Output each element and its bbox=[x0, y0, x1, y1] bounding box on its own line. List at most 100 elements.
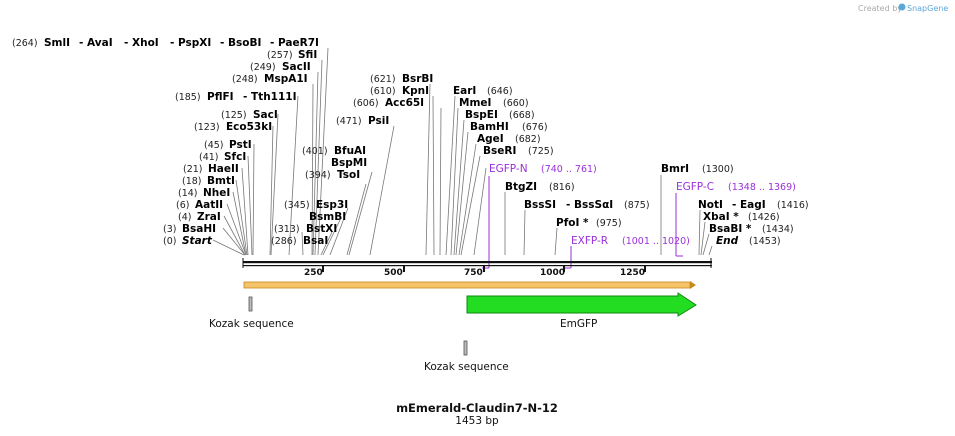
primer-group: EGFP-N (740 .. 761) EGFP-C (1348 .. 1369… bbox=[489, 163, 796, 247]
site-label-eagi[interactable]: - EagI bbox=[732, 199, 766, 211]
site-position: (123) bbox=[194, 122, 220, 133]
site-position: (668) bbox=[509, 110, 535, 121]
plasmid-title: mEmerald-Claudin7-N-12 bbox=[396, 401, 558, 415]
site-label-mspa1i[interactable]: MspA1I bbox=[264, 73, 308, 85]
site-position: (3) bbox=[163, 224, 176, 235]
site-position: (14) bbox=[178, 188, 198, 199]
site-label-bfuai[interactable]: BfuAI bbox=[334, 145, 366, 157]
credit-brand: SnapGene bbox=[907, 4, 948, 13]
feature-emgfp[interactable]: EmGFP bbox=[466, 292, 697, 330]
site-position: (1434) bbox=[762, 224, 794, 235]
site-position: (125) bbox=[221, 110, 247, 121]
primer-range: (1348 .. 1369) bbox=[728, 182, 796, 193]
site-label-aatii[interactable]: AatII bbox=[195, 199, 223, 211]
site-group-right: BmrI (1300) NotI - EagI (1416) XbaI * (1… bbox=[661, 163, 809, 247]
site-label-bstxi[interactable]: BstXI bbox=[306, 223, 337, 235]
feature-kozak-2[interactable]: Kozak sequence bbox=[424, 340, 509, 373]
site-label-esp3i[interactable]: Esp3I bbox=[316, 199, 348, 211]
site-label-start[interactable]: Start bbox=[182, 235, 213, 247]
site-label-haeii[interactable]: HaeII bbox=[208, 163, 239, 175]
scale-tick-label: 1000 bbox=[540, 268, 565, 278]
site-group-center-left: (401) BfuAI BspMI (394) TsoI (345) Esp3I… bbox=[271, 115, 389, 247]
site-leader-lines bbox=[212, 47, 713, 256]
site-label-bsrbi[interactable]: BsrBI bbox=[402, 73, 433, 85]
site-group-center: (621) BsrBI (610) KpnI (606) Acc65I EarI… bbox=[353, 73, 650, 229]
site-label-bsssai[interactable]: - BssSαI bbox=[566, 199, 613, 211]
site-label-psii[interactable]: PsiI bbox=[368, 115, 389, 127]
site-label-pfoi[interactable]: PfoI * bbox=[556, 217, 589, 229]
site-label-noti[interactable]: NotI bbox=[698, 199, 723, 211]
site-label-paer7i[interactable]: - PaeR7I bbox=[270, 37, 319, 49]
snapgene-logo-icon bbox=[898, 3, 906, 11]
site-position: (816) bbox=[549, 182, 575, 193]
site-label-bspei[interactable]: BspEI bbox=[465, 109, 498, 121]
site-label-sfii[interactable]: SfiI bbox=[298, 49, 317, 61]
site-group-left: (257) SfiI (249) SacII (248) MspA1I (185… bbox=[163, 49, 317, 247]
site-label-btgzi[interactable]: BtgZI bbox=[505, 181, 537, 193]
site-label-bsahi[interactable]: BsaHI bbox=[182, 223, 216, 235]
scale-tick-label: 1250 bbox=[620, 268, 645, 278]
site-position: (264) bbox=[12, 38, 38, 49]
site-label-agei[interactable]: AgeI bbox=[477, 133, 504, 145]
sequence-backbone bbox=[242, 258, 712, 268]
site-label-xhoi[interactable]: - XhoI bbox=[124, 37, 159, 49]
site-label-smli[interactable]: SmlI bbox=[44, 37, 70, 49]
site-label-pflfi[interactable]: PflFI bbox=[207, 91, 234, 103]
site-position: (45) bbox=[204, 140, 224, 151]
site-label-sfci[interactable]: SfcI bbox=[224, 151, 246, 163]
site-label-acc65i[interactable]: Acc65I bbox=[385, 97, 424, 109]
site-label-bsai[interactable]: BsaI bbox=[303, 235, 328, 247]
site-position: (4) bbox=[178, 212, 191, 223]
site-label-zrai[interactable]: ZraI bbox=[197, 211, 221, 223]
site-position: (1300) bbox=[702, 164, 734, 175]
primer-label-egfp-n[interactable]: EGFP-N bbox=[489, 163, 528, 175]
site-label-mmei[interactable]: MmeI bbox=[459, 97, 491, 109]
site-position: (606) bbox=[353, 98, 379, 109]
site-label-bsobi[interactable]: - BsoBI bbox=[220, 37, 261, 49]
scale-tick-label: 750 bbox=[464, 268, 483, 278]
primer-leader-lines bbox=[482, 176, 683, 269]
site-position: (185) bbox=[175, 92, 201, 103]
primer-label-egfp-c[interactable]: EGFP-C bbox=[676, 181, 714, 193]
site-label-nhei[interactable]: NheI bbox=[203, 187, 230, 199]
site-label-psti[interactable]: PstI bbox=[229, 139, 252, 151]
site-label-bspmi[interactable]: BspMI bbox=[331, 157, 367, 169]
primer-range: (740 .. 761) bbox=[541, 164, 597, 175]
site-label-bseri[interactable]: BseRI bbox=[483, 145, 516, 157]
site-label-tth111i[interactable]: - Tth111I bbox=[243, 91, 297, 103]
site-position: (249) bbox=[250, 62, 276, 73]
site-label-pspxi[interactable]: - PspXI bbox=[170, 37, 211, 49]
site-label-eco53ki[interactable]: Eco53kI bbox=[226, 121, 272, 133]
site-label-eari[interactable]: EarI bbox=[453, 85, 476, 97]
site-position: (18) bbox=[182, 176, 202, 187]
site-position: (471) bbox=[336, 116, 362, 127]
site-label-tsoi[interactable]: TsoI bbox=[337, 169, 360, 181]
primer-label-exfp-r[interactable]: EXFP-R bbox=[571, 235, 608, 247]
site-label-end[interactable]: End bbox=[716, 235, 739, 247]
site-group-top: (264) SmlI - AvaI - XhoI - PspXI - BsoBI… bbox=[12, 37, 319, 49]
site-label-bmti[interactable]: BmtI bbox=[207, 175, 235, 187]
site-label-bmri[interactable]: BmrI bbox=[661, 163, 689, 175]
site-label-bsabi[interactable]: BsaBI * bbox=[709, 223, 752, 235]
site-label-bamhi[interactable]: BamHI bbox=[470, 121, 509, 133]
site-label-kpni[interactable]: KpnI bbox=[402, 85, 429, 97]
site-label-avai[interactable]: - AvaI bbox=[79, 37, 113, 49]
site-label-bsssi[interactable]: BssSI bbox=[524, 199, 556, 211]
site-position: (676) bbox=[522, 122, 548, 133]
primer-range: (1001 .. 1020) bbox=[622, 236, 690, 247]
site-position: (41) bbox=[199, 152, 219, 163]
feature-label: EmGFP bbox=[560, 318, 597, 330]
site-label-bsmbi[interactable]: BsmBI bbox=[309, 211, 346, 223]
orf-arrow[interactable] bbox=[243, 281, 696, 289]
feature-label: Kozak sequence bbox=[424, 361, 509, 373]
site-position: (257) bbox=[267, 50, 293, 61]
site-label-sacii[interactable]: SacII bbox=[282, 61, 311, 73]
site-label-xbai[interactable]: XbaI * bbox=[703, 211, 739, 223]
site-position: (1453) bbox=[749, 236, 781, 247]
site-position: (313) bbox=[274, 224, 300, 235]
credit-text: Created by bbox=[858, 4, 902, 13]
feature-kozak-1[interactable]: Kozak sequence bbox=[209, 296, 294, 330]
site-label-saci[interactable]: SacI bbox=[253, 109, 278, 121]
site-position: (621) bbox=[370, 74, 396, 85]
